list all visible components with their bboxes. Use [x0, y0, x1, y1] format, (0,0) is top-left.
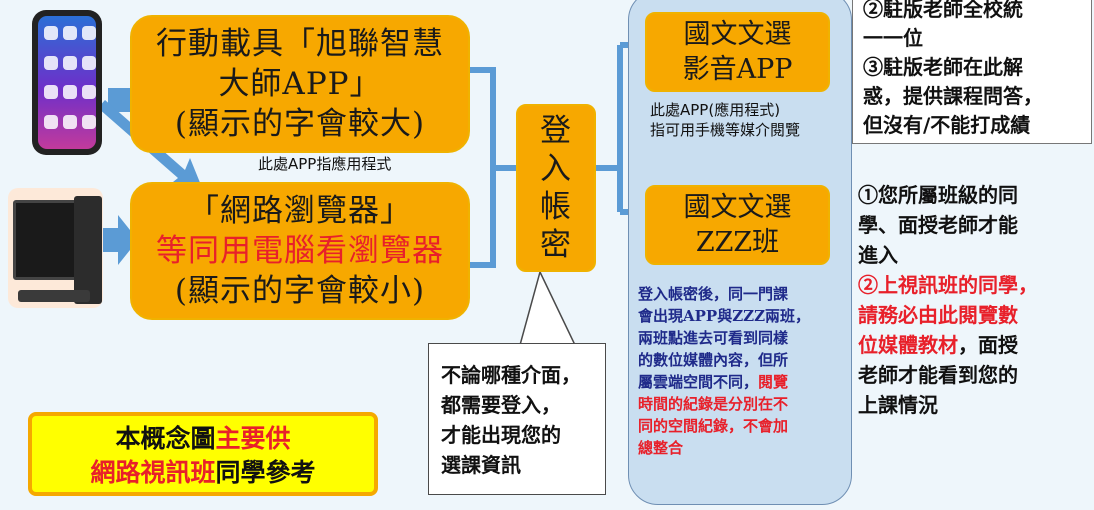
- browser-box-line3: (顯示的字會較小): [174, 273, 426, 309]
- av-box-line2: 影音APP: [682, 54, 793, 85]
- blue-panel-line6: 時間的紀錄是分別在不: [638, 395, 789, 413]
- blue-panel-line7: 同的空間紀錄，不會加: [638, 417, 789, 435]
- right-bottom-line5: 請務必由此閱覽數: [858, 303, 1018, 327]
- right-bottom-line1: ①您所屬班級的同: [858, 183, 1018, 207]
- concept-note-box: 本概念圖主要供 網路視訊班同學參考: [28, 412, 378, 496]
- av-box-line1: 國文文選: [683, 19, 792, 50]
- blue-panel-line8: 總整合: [638, 439, 684, 457]
- blue-panel-line5a: 屬雲端空間不同，: [638, 373, 759, 391]
- blue-panel-line4: 的數位媒體內容，但所: [638, 351, 789, 369]
- right-bottom-line4: ②上視訊班的同學，: [858, 273, 1038, 297]
- right-top-line2: 一一位: [863, 26, 923, 50]
- right-top-line5: 但沒有/不能打成績: [863, 113, 1031, 137]
- right-top-line4: 惑，提供課程問答，: [863, 84, 1043, 108]
- zzz-box-line2: ZZZ班: [695, 227, 780, 258]
- desktop-computer-image: [8, 188, 103, 308]
- right-bottom-notes: ①您所屬班級的同 學、面授老師才能 進入 ②上視訊班的同學， 請務必由此閱覽數 …: [858, 180, 1090, 420]
- callout-line4: 選課資訊: [441, 453, 521, 477]
- app-note-right-2: 指可用手機等媒介閱覽: [650, 121, 801, 139]
- mobile-box-line1: 行動載具「旭聯智慧: [156, 26, 444, 62]
- right-bottom-line2: 學、面授老師才能: [858, 213, 1018, 237]
- blue-panel-line1: 登入帳密後，同一門課: [638, 285, 789, 303]
- login-char-2: 入: [540, 151, 572, 187]
- mobile-app-box: 行動載具「旭聯智慧 大師APP」 (顯示的字會較大): [130, 15, 470, 153]
- concept-line1a: 本概念圖: [115, 424, 216, 453]
- smartphone-image: [32, 10, 102, 155]
- callout-line1: 不論哪種介面，: [441, 363, 581, 387]
- mobile-box-line2: 大師APP」: [218, 66, 382, 102]
- right-bottom-line8: 上課情況: [858, 393, 938, 417]
- callout-line3: 才能出現您的: [441, 423, 561, 447]
- blue-panel-line5b: 閱覽: [758, 373, 789, 391]
- browser-box-line1: 「網路瀏覽器」: [188, 193, 412, 229]
- right-bottom-line6: 位媒體教材: [858, 333, 958, 357]
- zzz-class-box: 國文文選 ZZZ班: [645, 185, 830, 265]
- line-mobile-to-login: [470, 67, 496, 268]
- login-char-1: 登: [540, 113, 572, 149]
- login-char-4: 密: [540, 227, 572, 263]
- browser-box-line2: 等同用電腦看瀏覽器: [156, 233, 444, 269]
- right-top-notes: ②駐版老師全校統 一一位 ③駐版老師在此解 惑，提供課程問答， 但沒有/不能打成…: [852, 0, 1092, 144]
- right-top-line1: ②駐版老師全校統: [863, 0, 1023, 21]
- blue-panel-line3: 兩班點進去可看到同樣: [638, 329, 789, 347]
- callout-line2: 都需要登入，: [441, 393, 561, 417]
- login-box: 登 入 帳 密: [516, 104, 596, 272]
- right-bottom-line7: 老師才能看到您的: [858, 363, 1018, 387]
- login-char-3: 帳: [540, 189, 572, 225]
- web-browser-box: 「網路瀏覽器」 等同用電腦看瀏覽器 (顯示的字會較小): [130, 182, 470, 320]
- blue-panel-text: 登入帳密後，同一門課 會出現APP與ZZZ兩班， 兩班點進去可看到同樣 的數位媒…: [638, 283, 848, 459]
- app-note-middle: 此處APP指應用程式: [258, 155, 392, 173]
- right-bottom-line6b: ，面授: [958, 333, 1018, 357]
- app-note-right: 此處APP(應用程式) 指可用手機等媒介閱覽: [650, 100, 800, 140]
- right-top-line3: ③駐版老師在此解: [863, 55, 1023, 79]
- callout-pointer: [519, 269, 577, 346]
- concept-line2a: 網路視訊班: [90, 458, 216, 487]
- arrow-pc-to-browser: [103, 215, 138, 265]
- right-bottom-line3: 進入: [858, 243, 898, 267]
- concept-line2b: 同學參考: [215, 458, 316, 487]
- av-app-box: 國文文選 影音APP: [645, 12, 830, 92]
- mobile-box-line3: (顯示的字會較大): [174, 106, 426, 142]
- concept-line1b: 主要供: [215, 424, 291, 453]
- login-callout: 不論哪種介面， 都需要登入， 才能出現您的 選課資訊: [428, 343, 606, 495]
- blue-panel-line2: 會出現APP與ZZZ兩班，: [638, 307, 811, 325]
- zzz-box-line1: 國文文選: [683, 192, 792, 223]
- app-note-right-1: 此處APP(應用程式): [650, 101, 781, 119]
